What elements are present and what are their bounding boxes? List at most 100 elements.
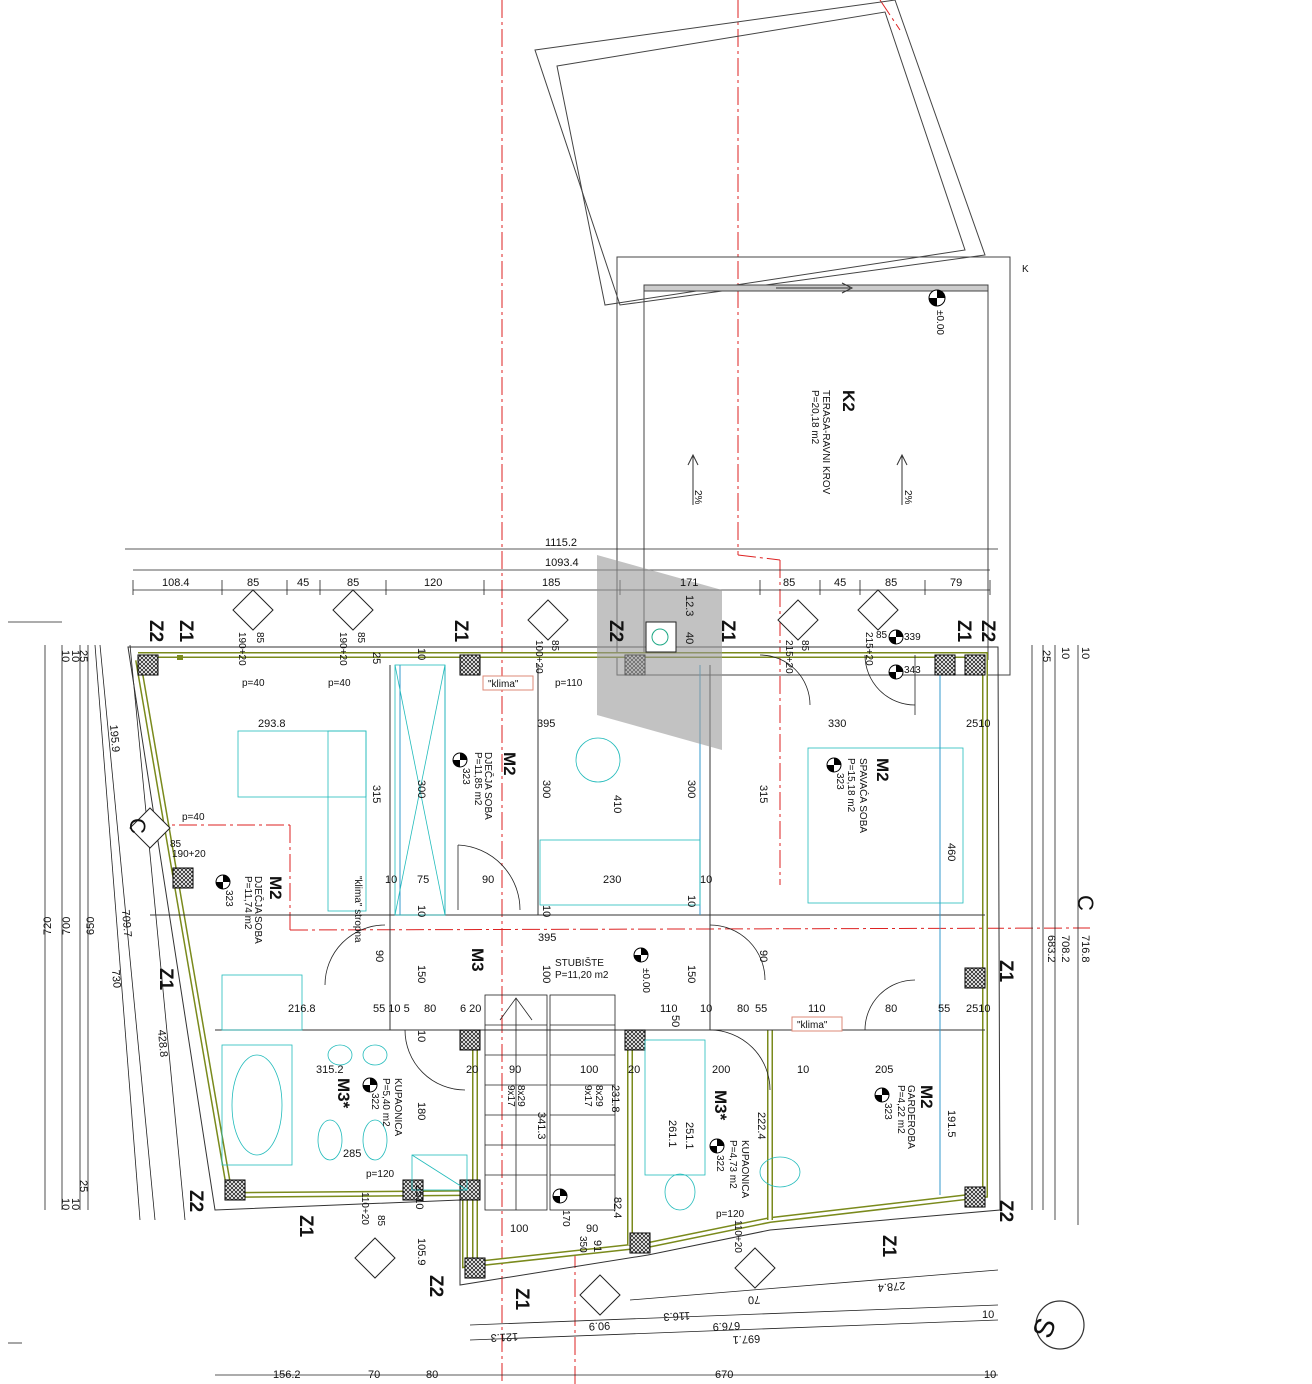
window-width: 85	[799, 640, 810, 652]
room-name: SPAVAĆA SOBA	[857, 758, 870, 833]
dimension: 150	[415, 965, 427, 983]
window-size: 190+20	[337, 632, 348, 666]
room-code: M3*	[711, 1090, 730, 1121]
dimension: 395	[538, 932, 556, 944]
dimension: 410	[611, 795, 623, 813]
roof-level: ±0.00	[934, 310, 945, 335]
window-size: 215+20	[783, 640, 794, 674]
right-dimensions: 716.8 708.2 683.2 10 10 25	[1040, 647, 1091, 963]
dimension: 195.9	[107, 724, 121, 752]
dimension: 231.8	[609, 1085, 621, 1113]
stair-note: 8x29	[515, 1085, 526, 1107]
roof-level-symbol	[928, 289, 946, 307]
axis-label: Z1	[717, 620, 738, 643]
dimension: 70	[748, 1293, 761, 1306]
dimension: 180	[415, 1102, 427, 1120]
roof-labels: K2 TERASA-RAVNI KROV P=20,18 m2 ±0.00 2%…	[692, 264, 1029, 505]
dimension: 10	[700, 874, 712, 886]
roof-drain-arrows	[687, 282, 908, 505]
room-name: GARDEROBA	[905, 1085, 916, 1149]
window-width: 85	[375, 1215, 386, 1227]
dimension: 700	[61, 917, 73, 935]
room-labels: M2 DJEČJA SOBA P=11,85 m2 323 M2 DJEČJA …	[223, 752, 936, 1198]
dimension: 85	[885, 577, 897, 589]
dimension: 10	[797, 1064, 809, 1076]
room-name: DJEČJA SOBA	[482, 752, 495, 820]
axis-label: Z2	[995, 1200, 1016, 1222]
dimension: 300	[540, 780, 552, 798]
axis-label: Z2	[977, 620, 998, 642]
dimension: 670	[715, 1369, 733, 1381]
dimension: 55	[938, 1003, 950, 1015]
dimension: 50	[669, 1015, 681, 1027]
dimension: 85	[247, 577, 259, 589]
window-width: 85	[549, 640, 560, 652]
dimension: 45	[834, 577, 846, 589]
room-code: M2	[266, 876, 285, 900]
roof-code: K2	[839, 390, 858, 412]
window-size: 190+20	[236, 632, 247, 666]
dimension: 82.4	[611, 1197, 623, 1218]
axis-label: Z1	[953, 620, 974, 643]
klima-ceiling-note: "klima" stropna	[352, 876, 363, 943]
dimension: 10	[1079, 647, 1091, 659]
dimension: 230	[603, 874, 621, 886]
dimension: 85	[783, 577, 795, 589]
dimension: 40	[683, 632, 695, 644]
dimension: 90	[373, 950, 385, 962]
roof-name: TERASA-RAVNI KROV	[820, 390, 831, 495]
dimension: 676.9	[712, 1319, 740, 1332]
dimension: 716.8	[1079, 935, 1091, 963]
room-code: M2	[873, 758, 892, 782]
dimension: 315	[757, 785, 769, 803]
dimension: 300	[415, 780, 427, 798]
roof-marker: K	[1022, 264, 1029, 275]
dimension: 91	[591, 1240, 603, 1252]
dimension: 1093.4	[545, 557, 579, 569]
stair-note: 8x29	[593, 1085, 604, 1107]
window-size: 110+20	[359, 1192, 370, 1225]
dimension: 105.9	[415, 1238, 427, 1266]
dimension: 108.4	[162, 577, 190, 589]
dimension: 315	[370, 785, 382, 803]
dimension: 683.2	[1045, 935, 1057, 963]
dimension: 285	[343, 1148, 361, 1160]
room-name: KUPAONICA	[392, 1078, 403, 1136]
dimension: 80	[737, 1003, 749, 1015]
dimension: 80	[885, 1003, 897, 1015]
dimension: 70	[368, 1369, 380, 1381]
dimension: 85	[347, 577, 359, 589]
axis-label: Z2	[185, 1190, 206, 1212]
room-name: KUPAONICA	[739, 1140, 750, 1198]
dimension: 395	[537, 718, 555, 730]
dimension: 10	[1059, 647, 1071, 659]
axis-label: Z1	[175, 620, 196, 643]
dimension: 171	[680, 577, 698, 589]
room-code: M2	[917, 1085, 936, 1109]
window-width: 85	[876, 630, 888, 641]
axis-label: Z1	[511, 1288, 532, 1311]
dimension: 12.3	[683, 595, 695, 616]
room-area: P=5,40 m2	[380, 1078, 391, 1127]
dimension: 100	[540, 965, 552, 983]
roof-area: P=20,18 m2	[809, 390, 820, 445]
sill-height: p=40	[328, 678, 351, 689]
dimension: 121.3	[490, 1330, 518, 1343]
room-area: P=4,22 m2	[895, 1085, 906, 1134]
dimension: 10	[69, 1198, 81, 1210]
dimension: 251.1	[683, 1122, 695, 1150]
room-symbols	[215, 629, 904, 1204]
stair-note: 9x17	[582, 1085, 593, 1107]
dimension: 10	[59, 650, 71, 662]
door-swings	[324, 654, 916, 1091]
room-tag: 323	[460, 768, 471, 785]
room-code: M3*	[334, 1078, 353, 1109]
room-name: DJEČJA SOBA	[252, 876, 265, 944]
dimension: 156.2	[273, 1369, 301, 1381]
dimension: 110	[808, 1003, 826, 1015]
dimension: 730	[109, 969, 123, 988]
sill-height: p=120	[366, 1169, 395, 1180]
axis-label: Z2	[145, 620, 166, 642]
dimension: 10	[540, 905, 552, 917]
